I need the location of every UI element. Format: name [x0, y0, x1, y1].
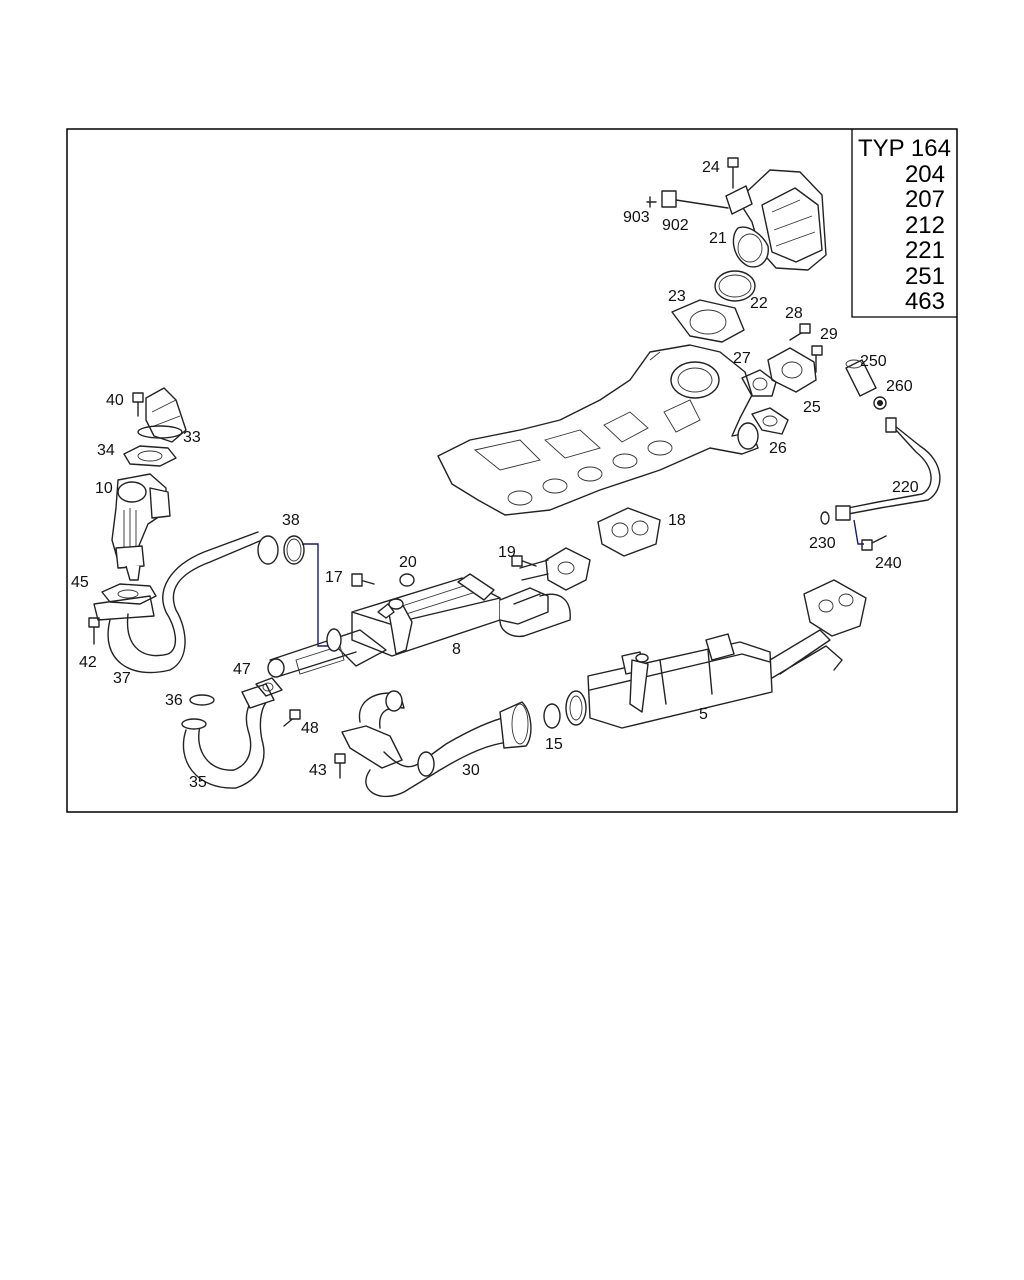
callout-label: 22 [750, 295, 768, 312]
pipe-35-drawing [181, 683, 275, 789]
clip-260-drawing [873, 396, 887, 410]
bolt-43-drawing [334, 753, 346, 779]
throttle-valve-21-drawing [646, 157, 827, 271]
gasket-26-drawing [751, 407, 789, 435]
typ-heading: TYP 164 [858, 135, 951, 162]
typ-value: 212 [905, 212, 945, 239]
pipe-30-drawing [341, 690, 532, 798]
callout-labels: 24 903 902 21 23 22 28 29 27 250 260 25 … [71, 159, 919, 791]
callout-label: 35 [189, 774, 207, 791]
flange-25-drawing [767, 347, 817, 393]
bolt-48-drawing [283, 709, 301, 727]
leader-line [853, 519, 864, 545]
callout-label: 37 [113, 670, 131, 687]
callout-label: 17 [325, 569, 343, 586]
bolt-28-drawing [789, 323, 811, 341]
callout-label: 36 [165, 692, 183, 709]
bracket-33-drawing [137, 387, 187, 443]
gasket-22-drawing [714, 270, 756, 302]
bolt-19-drawing [511, 555, 537, 567]
callout-label: 220 [892, 479, 919, 496]
seal-38-drawing [283, 535, 305, 565]
callout-label: 33 [183, 429, 201, 446]
callout-label: 43 [309, 762, 327, 779]
gasket-27-drawing [741, 369, 777, 397]
typ-value: 251 [905, 263, 945, 290]
bolt-40-drawing [132, 392, 144, 417]
callout-label: 38 [282, 512, 300, 529]
callout-label: 230 [809, 535, 836, 552]
ring-36-drawing [189, 694, 215, 706]
pipe-37-drawing [93, 531, 279, 674]
callout-label: 10 [95, 480, 113, 497]
callout-label: 23 [668, 288, 686, 305]
callout-label: 250 [860, 353, 887, 370]
typ-value: 207 [905, 186, 945, 213]
callout-label: 19 [498, 544, 516, 561]
callout-label: 26 [769, 440, 787, 457]
callout-label: 25 [803, 399, 821, 416]
bolt-42-drawing [88, 617, 100, 645]
washer-230-drawing [820, 511, 830, 525]
callout-label: 902 [662, 217, 689, 234]
egr-cooler-8-drawing [267, 547, 591, 678]
callout-label: 45 [71, 574, 89, 591]
callout-label: 28 [785, 305, 803, 322]
seal-15-drawing [543, 703, 561, 729]
callout-label: 8 [452, 641, 461, 658]
typ-value: 204 [905, 161, 945, 188]
bolt-240-drawing [861, 535, 887, 551]
gasket-47-drawing [255, 677, 283, 697]
callout-label: 240 [875, 555, 902, 572]
gasket-34-drawing [123, 445, 177, 467]
hose-250-drawing [845, 359, 877, 397]
callout-label: 42 [79, 654, 97, 671]
egr-valve-10-drawing [111, 473, 171, 581]
egr-cooler-5-drawing [565, 579, 867, 729]
diagram-frame [66, 128, 958, 813]
callout-label: 18 [668, 512, 686, 529]
bolt-29-drawing [811, 345, 823, 373]
callout-label: 5 [699, 706, 708, 723]
typ-value: 463 [905, 288, 945, 315]
callout-label: 24 [702, 159, 720, 176]
callout-label: 903 [623, 209, 650, 226]
callout-label: 21 [709, 230, 727, 247]
gasket-18-drawing [597, 507, 661, 557]
typ-value: 221 [905, 237, 945, 264]
bolt-17-drawing [351, 573, 375, 587]
callout-label: 34 [97, 442, 115, 459]
typ-table: TYP 164 204 207 212 221 251 463 [851, 129, 957, 318]
callout-label: 27 [733, 350, 751, 367]
leader-line [302, 543, 328, 647]
pipe-220-drawing [835, 417, 941, 521]
gasket-23-drawing [671, 299, 745, 343]
callout-label: 40 [106, 392, 124, 409]
callout-label: 30 [462, 762, 480, 779]
callout-label: 48 [301, 720, 319, 737]
o-ring-20-drawing [399, 573, 415, 587]
intake-manifold-drawing [437, 344, 759, 516]
callout-label: 29 [820, 326, 838, 343]
callout-label: 20 [399, 554, 417, 571]
callout-label: 260 [886, 378, 913, 395]
callout-label: 15 [545, 736, 563, 753]
callout-label: 47 [233, 661, 251, 678]
